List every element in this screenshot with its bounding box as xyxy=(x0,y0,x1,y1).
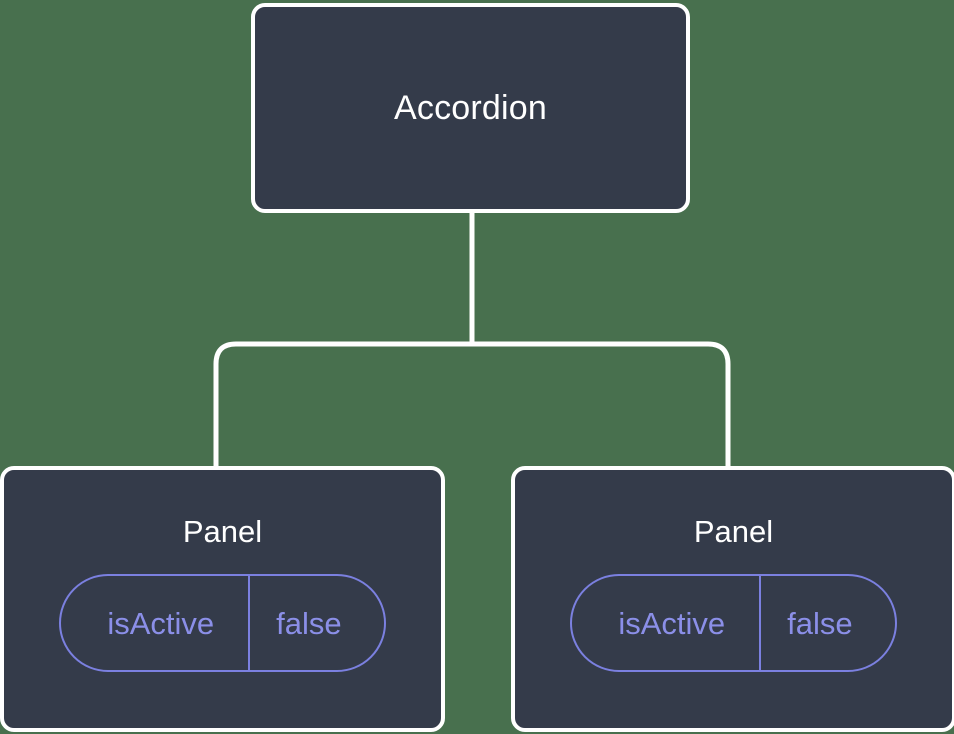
node-title: Panel xyxy=(693,514,774,549)
node-title: Accordion xyxy=(394,89,547,127)
prop-value: false xyxy=(759,576,894,670)
prop-badge-isactive[interactable]: isActive false xyxy=(59,574,386,672)
edge-to-panel-1 xyxy=(213,341,472,470)
prop-key: isActive xyxy=(618,605,726,641)
node-panel-1[interactable]: Panel isActive false xyxy=(0,466,445,732)
edge-to-panel-2 xyxy=(472,341,731,470)
node-panel-2[interactable]: Panel isActive false xyxy=(511,466,954,732)
node-title: Panel xyxy=(182,514,263,549)
prop-value: false xyxy=(248,576,383,670)
node-accordion[interactable]: Accordion xyxy=(251,3,690,213)
prop-key: isActive xyxy=(107,605,215,641)
prop-badge-isactive[interactable]: isActive false xyxy=(570,574,897,672)
